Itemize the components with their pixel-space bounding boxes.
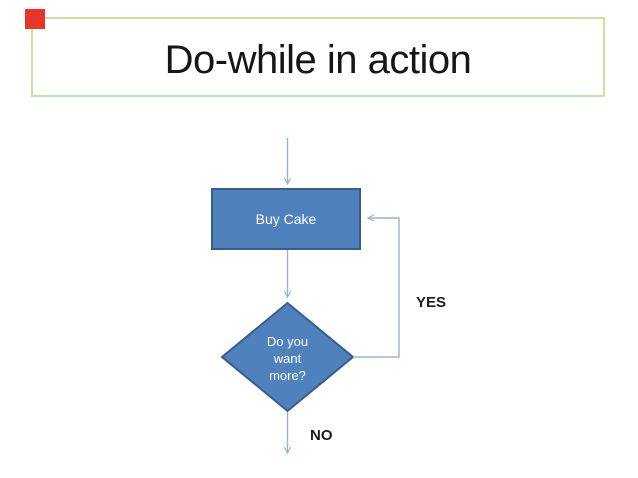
decision-label-line-1: Do you xyxy=(267,334,308,349)
process-shape-buy-cake xyxy=(211,188,361,250)
decision-label-line-3: more? xyxy=(269,368,306,383)
title-box: Do-while in action xyxy=(31,17,605,97)
decision-label-line-2: want xyxy=(273,351,302,366)
yes-label: YES xyxy=(416,294,446,311)
yes-loop-connector-arrow xyxy=(353,214,400,358)
decision-shape-want-more xyxy=(220,301,355,413)
red-square-marker xyxy=(25,9,45,29)
process-label: Buy Cake xyxy=(256,211,317,227)
no-label: NO xyxy=(310,427,333,444)
slide-title: Do-while in action xyxy=(164,38,472,82)
